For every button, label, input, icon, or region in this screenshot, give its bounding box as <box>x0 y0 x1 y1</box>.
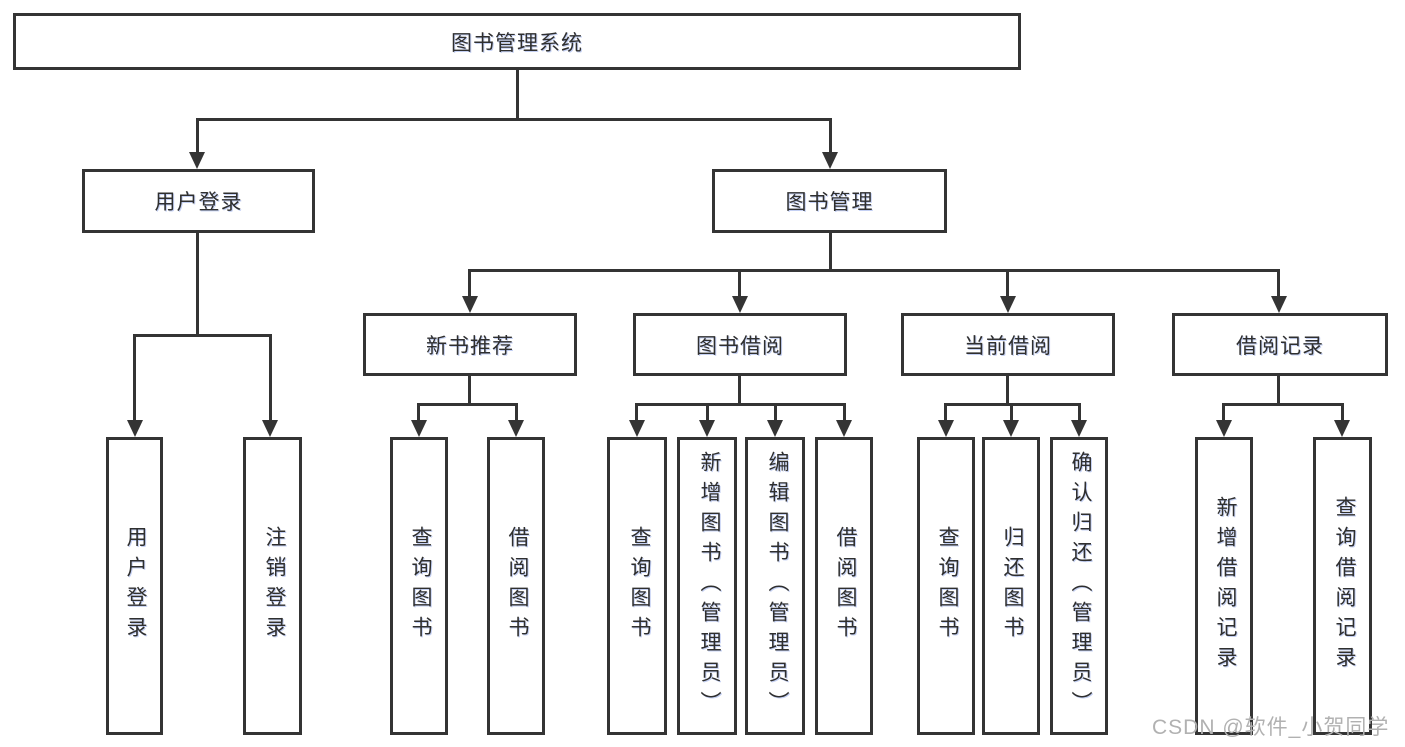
arrow-down-icon <box>508 420 524 437</box>
connector-line <box>829 233 832 271</box>
node-current-borrowing: 当前借阅 <box>901 313 1115 376</box>
connector-line <box>774 403 777 420</box>
arrow-down-icon <box>127 420 143 437</box>
arrow-down-icon <box>1216 420 1232 437</box>
arrow-down-icon <box>1271 296 1287 313</box>
arrow-down-icon <box>767 420 783 437</box>
leaf-borrow-books: 借阅图书 <box>815 437 873 735</box>
connector-line <box>738 269 741 296</box>
connector-line <box>738 376 741 406</box>
leaf-query-books-recommend: 查询图书 <box>390 437 448 735</box>
leaf-query-books-current: 查询图书 <box>917 437 975 735</box>
connector-line <box>1277 269 1280 296</box>
connector-line <box>516 70 519 120</box>
connector-line <box>1277 376 1280 406</box>
connector-line <box>1010 403 1013 420</box>
connector-line <box>706 403 709 420</box>
arrow-down-icon <box>411 420 427 437</box>
connector-line <box>1222 403 1344 406</box>
node-book-borrowing: 图书借阅 <box>633 313 847 376</box>
arrow-down-icon <box>938 420 954 437</box>
arrow-down-icon <box>836 420 852 437</box>
arrow-down-icon <box>462 296 478 313</box>
connector-line <box>1078 403 1081 420</box>
connector-line <box>196 118 832 121</box>
node-user-login: 用户登录 <box>82 169 315 233</box>
leaf-return-books: 归还图书 <box>982 437 1040 735</box>
connector-line <box>944 403 947 420</box>
connector-line <box>1006 269 1009 296</box>
connector-line <box>196 118 199 152</box>
connector-line <box>417 403 420 420</box>
arrow-down-icon <box>1000 296 1016 313</box>
connector-line <box>829 118 832 152</box>
node-book-management: 图书管理 <box>712 169 947 233</box>
leaf-confirm-return-admin: 确认归还（管理员） <box>1050 437 1108 735</box>
node-library-management-system: 图书管理系统 <box>13 13 1021 70</box>
arrow-down-icon <box>189 152 205 169</box>
connector-line <box>635 403 846 406</box>
connector-line <box>468 269 471 296</box>
leaf-user-login: 用户登录 <box>106 437 163 735</box>
arrow-down-icon <box>699 420 715 437</box>
connector-line <box>196 233 199 337</box>
leaf-borrow-books-recommend: 借阅图书 <box>487 437 545 735</box>
leaf-logout: 注销登录 <box>243 437 302 735</box>
node-borrowing-records: 借阅记录 <box>1172 313 1388 376</box>
connector-line <box>133 334 136 420</box>
connector-line <box>269 334 272 420</box>
leaf-edit-books-admin: 编辑图书（管理员） <box>745 437 805 735</box>
arrow-down-icon <box>1334 420 1350 437</box>
leaf-add-books-admin: 新增图书（管理员） <box>677 437 737 735</box>
leaf-query-books-borrowing: 查询图书 <box>607 437 667 735</box>
watermark: CSDN @软件_小贺同学 <box>1152 716 1390 739</box>
connector-line <box>1006 376 1009 406</box>
arrow-down-icon <box>1003 420 1019 437</box>
connector-line <box>133 334 272 337</box>
connector-line <box>1222 403 1225 420</box>
arrow-down-icon <box>732 296 748 313</box>
connector-line <box>1341 403 1344 420</box>
connector-line <box>635 403 638 420</box>
node-new-book-recommend: 新书推荐 <box>363 313 577 376</box>
arrow-down-icon <box>262 420 278 437</box>
connector-line <box>468 376 471 406</box>
arrow-down-icon <box>1071 420 1087 437</box>
connector-line <box>468 269 1280 272</box>
connector-line <box>843 403 846 420</box>
connector-line <box>515 403 518 420</box>
connector-line <box>417 403 518 406</box>
leaf-add-borrow-record: 新增借阅记录 <box>1195 437 1253 735</box>
leaf-query-borrow-record: 查询借阅记录 <box>1313 437 1372 735</box>
arrow-down-icon <box>629 420 645 437</box>
arrow-down-icon <box>822 152 838 169</box>
